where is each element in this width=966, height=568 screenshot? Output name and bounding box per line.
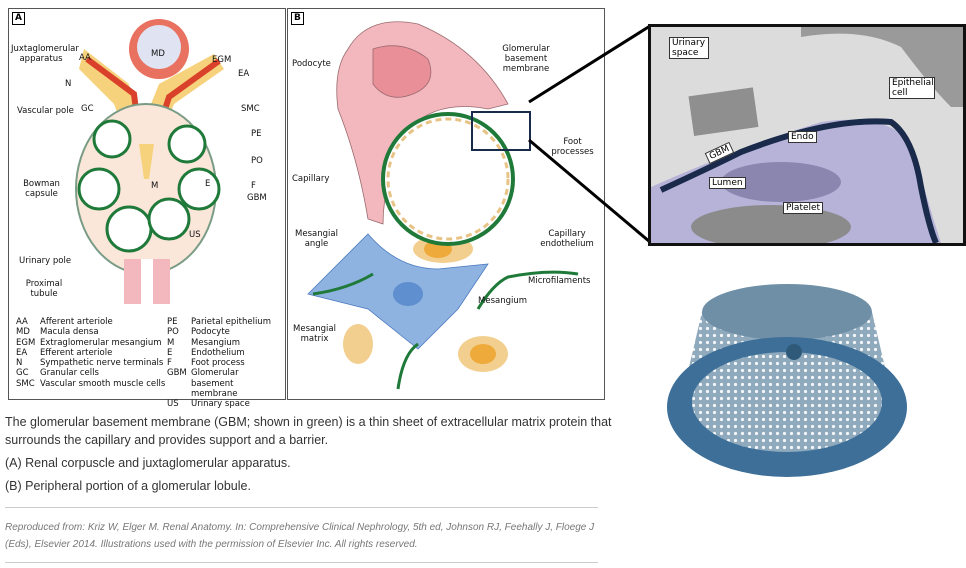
callout-po: PO: [251, 156, 263, 166]
callout-e: E: [205, 179, 211, 189]
label-proximal-tubule: Proximal tubule: [25, 279, 63, 299]
label-urinary-space: Urinary space: [669, 37, 709, 59]
label-gbm: Glomerular basement membrane: [502, 44, 550, 74]
callout-f: F: [251, 181, 256, 191]
label-foot-processes: Foot processes: [551, 137, 594, 157]
caption-panel-a: (A) Renal corpuscle and juxtaglomerular …: [5, 456, 291, 470]
zoom-connector-lines: [528, 24, 651, 244]
label-juxtaglomerular: Juxtaglomerular apparatus: [11, 44, 79, 64]
panel-a: A Juxtaglomerular apparatus Vascular pol…: [8, 8, 286, 409]
callout-smc: SMC: [241, 104, 260, 114]
caption-panel-b: (B) Peripheral portion of a glomerular l…: [5, 479, 251, 493]
label-microfilaments: Microfilaments: [528, 276, 591, 286]
figure-caption: The glomerular basement membrane (GBM; s…: [5, 415, 612, 447]
label-endo: Endo: [788, 131, 817, 143]
label-urinary-pole: Urinary pole: [19, 256, 72, 266]
panel-b-tag: B: [291, 12, 304, 25]
panel-b: B Podocyte Glomerular basement membrane …: [287, 8, 605, 400]
electron-micrograph: Urinary space Epithelial cell Endo GBM L…: [648, 24, 966, 246]
label-vascular-pole: Vascular pole: [17, 106, 74, 116]
callout-gbm: GBM: [247, 193, 267, 203]
label-podocyte: Podocyte: [292, 59, 331, 69]
label-mesangial-angle: Mesangial angle: [295, 229, 338, 249]
label-lumen: Lumen: [709, 177, 746, 189]
callout-egm: EGM: [212, 55, 232, 65]
callout-aa: AA: [79, 53, 91, 63]
label-epithelial-cell: Epithelial cell: [889, 77, 935, 99]
glomerular-lobule-illustration: [307, 21, 579, 390]
divider: [5, 562, 598, 563]
citation: Reproduced from: Kriz W, Elger M. Renal …: [5, 522, 595, 550]
label-capillary: Capillary: [292, 174, 330, 184]
callout-gc: GC: [81, 104, 94, 114]
label-mesangial-matrix: Mesangial matrix: [293, 324, 336, 344]
callout-md: MD: [151, 49, 165, 59]
callout-us: US: [189, 230, 201, 240]
label-bowman-capsule: Bowman capsule: [23, 179, 60, 199]
micrograph-image: [651, 27, 963, 243]
label-capillary-endothelium: Capillary endothelium: [540, 229, 594, 249]
callout-pe: PE: [251, 129, 262, 139]
renal-corpuscle-illustration: [75, 19, 224, 304]
callout-ea: EA: [238, 69, 250, 79]
label-mesangium: Mesangium: [478, 296, 528, 306]
panel-a-tag: A: [12, 12, 25, 25]
divider: [5, 507, 598, 508]
perforated-filter-basket-image: [667, 284, 907, 477]
label-platelet: Platelet: [783, 202, 824, 214]
callout-n: N: [65, 79, 72, 89]
callout-m: M: [151, 181, 159, 191]
